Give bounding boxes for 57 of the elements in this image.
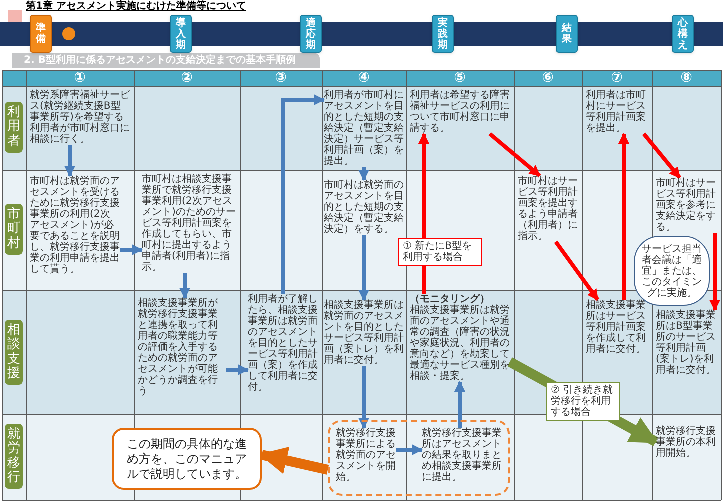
arrow: [64, 145, 76, 178]
step-text: 相談支援事業所は就労面のアセスメントを目的としたサービス等利用計画（案トレ）を利用者に交付。: [324, 300, 404, 366]
step-text: 利用者は市町村にサービス等利用計画案を提出。: [586, 90, 648, 134]
stage-tab: 適応期: [300, 15, 322, 53]
stage-tab: 実践期: [432, 15, 454, 53]
arrow: [618, 132, 630, 300]
row-header: 利用者: [5, 102, 23, 153]
row-header: 就労移行: [5, 424, 23, 490]
arrow: [358, 167, 370, 182]
step-text: 相談支援事業所はB型事業所のサービス等利用計画(案トレ)を利用者に交付。: [656, 310, 718, 376]
column-number: ①: [73, 70, 87, 86]
step-text: 相談支援事業所が就労移行支援事業と連携を取って利用者の職業能力等の評価を入手するための就労面のアセスメントが可能かどうか調査を行う: [138, 298, 226, 397]
step-text: 市町村は就労面のアセスメントを受けるために就労移行支援事業所の利用(2次アセスメント)が必要であることを説明し、就労移行支援事業の利用申請を提出して貰う。: [30, 176, 120, 275]
step-text: 市町村はサービス等利用計画案を提出するよう申請者（利用者）に指示。: [518, 176, 578, 242]
step-heading: （モニタリング）: [410, 294, 490, 305]
step-text: 利用者が了解したら、相談支援事業所は就労面のアセスメントを目的としたサービス等利用計画（案）を作成して利用者に交付。: [248, 294, 318, 393]
column-number: ⑦: [610, 70, 624, 86]
arrow: [554, 240, 600, 302]
step-text: 市町村は相談支援事業所で就労移行支援事業利用(2次アセスメント)のためのサービス等利用計画案を作成してもらい、市町村に提出するよう申請者(利用者)に指示。: [142, 174, 236, 273]
arrow: [488, 132, 542, 178]
step-text: 就労移行支援事業所はアセスメントの結果を取りまとめ相談支援事業所に提出。: [422, 428, 508, 483]
column-number: ②: [180, 70, 194, 86]
step-text: 市町村はサービス等利用計画案を参考に支給決定をする。: [656, 178, 718, 233]
column-number: ⑥: [541, 70, 555, 86]
arrow: [454, 380, 466, 428]
stage-tab: 導入期: [170, 15, 192, 53]
chapter-title: 第1章 アセスメント実施にむけた準備等について: [26, 1, 246, 13]
column-number: ⑧: [680, 70, 694, 86]
arrow: [120, 244, 144, 256]
arrow: [358, 366, 370, 430]
section-heading: 2. B型利用に係るアセスメントの支給決定までの基本手順例: [12, 53, 320, 68]
edge-label: ① 新たにB型を利用する場合: [398, 238, 482, 266]
callout-box: この期間の具体的な進め方を、このマニュアルで説明しています。: [112, 428, 262, 490]
step-text: 相談支援事業所は就労面のアセスメントや通常の調査（障害の状況や家庭状況、利用者の意向など）を勘案して最適なサービス種別を相談・提案。: [410, 305, 510, 382]
dashed-region: [328, 420, 510, 496]
arrow: [642, 132, 682, 180]
step-text: 就労移行支援事業所の本利用開始。: [656, 426, 718, 459]
column-number: ⑤: [453, 70, 467, 86]
arrow: [396, 444, 424, 456]
step-text: 就労移行支援事業所による就労面のアセスメントを開始。: [336, 428, 396, 483]
column-number: ③: [274, 70, 288, 86]
stage-tab: 準備: [30, 15, 52, 53]
arrow: [709, 233, 721, 312]
stage-tab: 心構え: [672, 15, 694, 53]
arrow: [226, 364, 250, 376]
row-header: 市町村: [5, 204, 23, 255]
arrow: [358, 235, 370, 302]
row-header: 相談支援: [5, 320, 23, 386]
column-number: ④: [357, 70, 371, 86]
step-text: 市町村は就労面のアセスメントを目的とした短期の支給決定（暫定支給決定）をする。: [324, 180, 404, 235]
step-text: 利用者が市町村にアセスメントを目的とした短期の支給決定（暫定支給決定）サービス等利用計画（案）を提出。: [324, 90, 404, 167]
edge-label: ② 引き続き就労移行を利用する場合: [546, 382, 620, 421]
stage-tab: 結果: [556, 15, 578, 53]
step-text: 利用者は希望する障害福祉サービスの利用について市町村窓口に申請する。: [410, 90, 510, 134]
arrow: [281, 94, 326, 294]
step-text: 就労系障害福祉サービス(就労継続支援B型事業所等)を希望する利用者が市町村窓口に相談に行く。: [30, 90, 130, 145]
arrow: [179, 273, 191, 300]
